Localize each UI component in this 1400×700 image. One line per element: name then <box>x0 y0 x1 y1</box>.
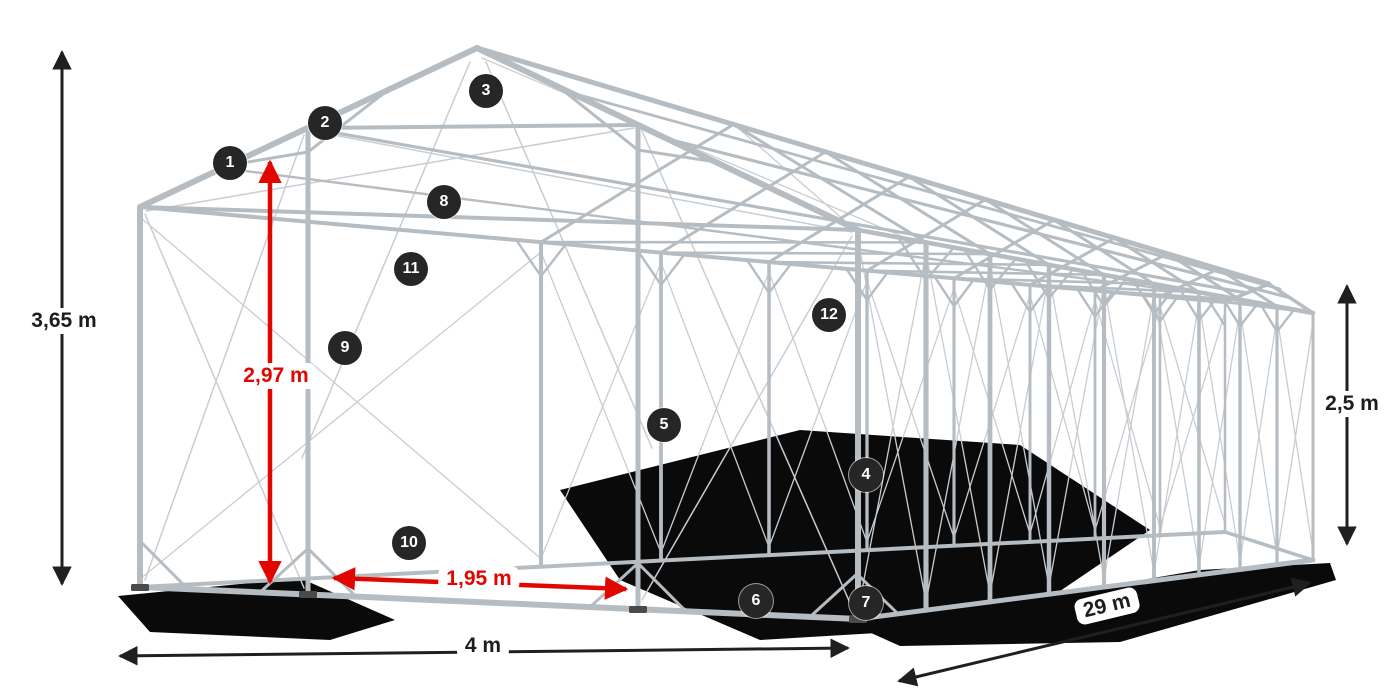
callout-badge-10: 10 <box>392 526 426 560</box>
callout-badge-1: 1 <box>213 146 247 180</box>
callout-badge-8: 8 <box>427 185 461 219</box>
arrow-length <box>897 577 1312 687</box>
dimension-label-side-height: 2,5 m <box>1317 391 1387 417</box>
callout-badge-11: 11 <box>394 252 428 286</box>
callout-badge-5: 5 <box>647 408 681 442</box>
callout-badge-2: 2 <box>308 106 342 140</box>
callout-badge-6: 6 <box>739 584 773 618</box>
dimension-label-width: 4 m <box>456 633 510 659</box>
callout-badge-4: 4 <box>849 458 883 492</box>
dimension-label-total-height: 3,65 m <box>23 308 105 334</box>
callout-badge-7: 7 <box>849 586 883 620</box>
callout-badge-12: 12 <box>812 298 846 332</box>
steel-frame-members <box>131 45 1316 623</box>
callout-badge-3: 3 <box>469 74 503 108</box>
dimension-label-door-height: 2,97 m <box>235 363 317 389</box>
callout-badge-9: 9 <box>328 331 362 365</box>
dimension-label-door-width: 1,95 m <box>438 566 520 592</box>
